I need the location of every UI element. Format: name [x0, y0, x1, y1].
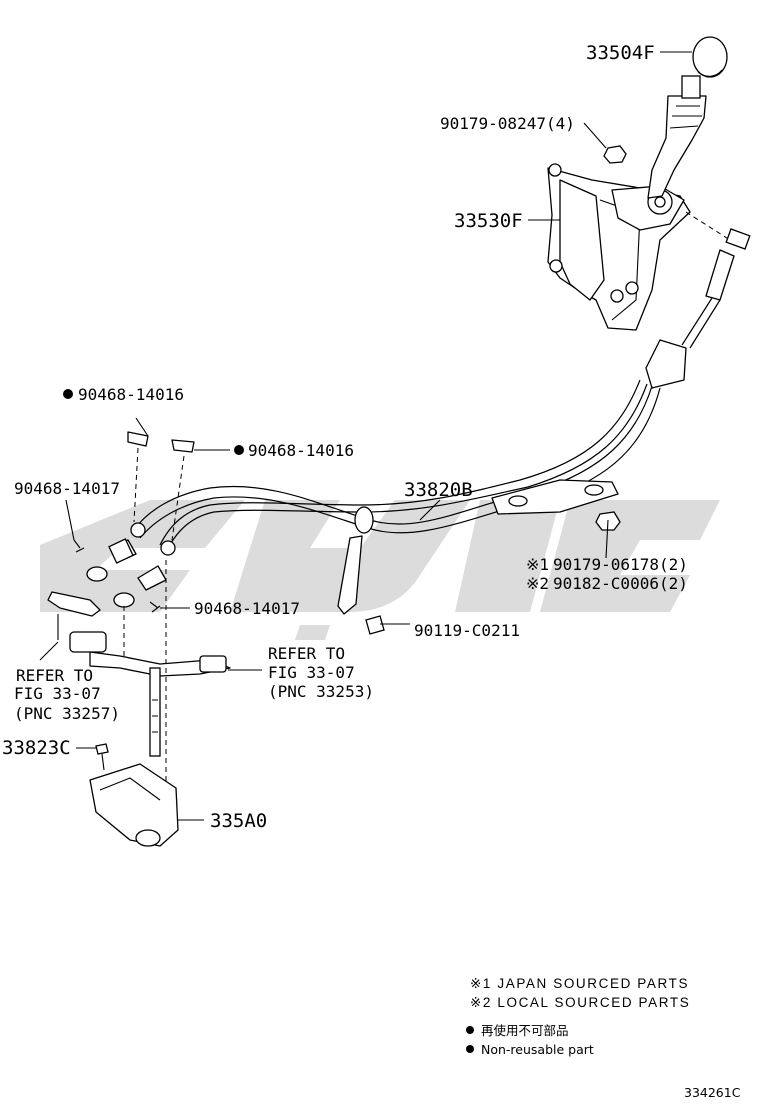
label-nut-local: 90182-C0006(2)	[553, 574, 688, 593]
figure-number: 334261C	[684, 1085, 741, 1100]
clip-icon	[171, 439, 195, 453]
label-cable-assy: 33820B	[404, 479, 473, 501]
label-nut-4: 90179-08247(4)	[440, 114, 575, 133]
legend-local: ※2 LOCAL SOURCED PARTS	[470, 995, 690, 1010]
clips	[73, 431, 195, 613]
label-bolt: 90119-C0211	[414, 621, 520, 640]
bullet-icon	[466, 1045, 474, 1053]
label-refer-left-3: (PNC 33257)	[14, 704, 120, 723]
legend-japan: ※1 JAPAN SOURCED PARTS	[470, 976, 689, 991]
label-refer-right-3: (PNC 33253)	[268, 682, 374, 701]
legend: ※1 JAPAN SOURCED PARTS ※2 LOCAL SOURCED …	[466, 976, 690, 1057]
callout-labels: 33504F 90179-08247(4) 33530F 90468-14016…	[2, 42, 688, 832]
label-nut-japan: 90179-06178(2)	[553, 555, 688, 574]
label-refer-right-2: FIG 33-07	[268, 663, 355, 682]
lower-linkage	[47, 560, 231, 847]
label-refer-left-2: FIG 33-07	[14, 684, 101, 703]
shift-lever-assembly	[547, 36, 751, 389]
shift-knob-icon	[692, 36, 728, 78]
label-refer-right-1: REFER TO	[268, 644, 345, 663]
legend-nonreusable-jp: 再使用不可部品	[481, 1023, 569, 1038]
leader-lines	[39, 51, 692, 821]
nut-icon	[603, 145, 627, 164]
label-shift-lever-assy: 33530F	[454, 210, 523, 232]
label-refer-left-1: REFER TO	[16, 666, 93, 685]
label-shift-knob: 33504F	[586, 42, 655, 64]
label-bracket: 335A0	[210, 810, 267, 832]
legend-nonreusable-en: Non-reusable part	[481, 1042, 594, 1057]
bullet-icon	[466, 1026, 474, 1034]
nonreusable-marker	[63, 389, 73, 399]
shift-cable-assembly	[86, 379, 661, 635]
label-clip-left: 90468-14017	[14, 479, 120, 498]
label-marker-1: ※1	[526, 555, 549, 574]
clip-icon	[127, 431, 149, 447]
label-clip-top-right: 90468-14016	[248, 441, 354, 460]
label-clip-top-left: 90468-14016	[78, 385, 184, 404]
label-clip-bottom: 90468-14017	[194, 599, 300, 618]
label-marker-2: ※2	[526, 574, 549, 593]
label-bolt-left: 33823C	[2, 737, 71, 759]
nonreusable-marker	[234, 445, 244, 455]
